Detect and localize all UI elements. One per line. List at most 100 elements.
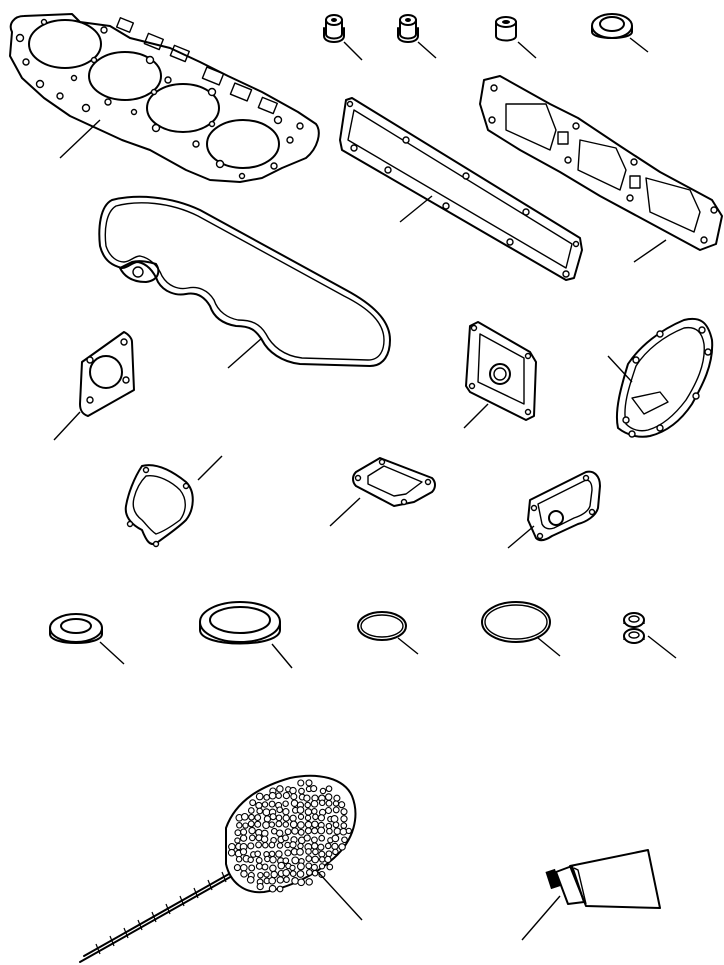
brush-bead: [318, 856, 326, 863]
brush-bead: [255, 856, 263, 864]
valve-stem-seal-2: [397, 14, 437, 59]
brush-bead: [248, 864, 256, 872]
brush-bead: [263, 794, 271, 801]
brush-bead: [276, 785, 284, 793]
brush-bead: [247, 807, 255, 814]
brush-bead: [289, 870, 297, 877]
cylinder-hone-brush: [79, 774, 363, 963]
brush-bead: [304, 801, 311, 809]
brush-bead: [304, 820, 313, 829]
brush-bead: [275, 792, 282, 799]
brush-bead: [242, 822, 249, 829]
brush-bead: [298, 787, 305, 795]
brush-bead: [268, 876, 277, 885]
brush-bead: [247, 856, 254, 864]
brush-bead: [305, 869, 313, 876]
brush-bead: [296, 870, 305, 878]
brush-bead: [282, 791, 291, 800]
brush-bead: [324, 806, 333, 815]
brush-bead: [255, 792, 264, 801]
brush-bead: [317, 814, 326, 822]
brush-bead: [341, 836, 348, 844]
brush-bead: [311, 808, 318, 815]
brush-bead: [247, 820, 255, 828]
brush-bead: [345, 827, 352, 835]
brush-bead: [248, 826, 256, 835]
brush-bead: [289, 841, 297, 849]
brush-bead: [239, 834, 248, 842]
washers: [623, 612, 677, 659]
brush-bead: [261, 863, 269, 871]
cylinder-head-gasket: [9, 13, 320, 183]
brush-bead: [282, 821, 290, 828]
brush-bead: [332, 806, 340, 814]
brush-bead: [290, 793, 298, 801]
brush-bead: [296, 848, 304, 856]
brush-bead: [282, 800, 289, 807]
brush-bead: [331, 834, 340, 843]
brush-bead: [270, 870, 278, 879]
brush-bead: [275, 814, 283, 822]
brush-bead: [275, 829, 284, 837]
brush-bead: [304, 814, 312, 822]
brush-bead: [297, 842, 304, 850]
leader-line: [59, 119, 101, 159]
brush-bead: [305, 855, 313, 863]
brush-bead: [291, 856, 300, 865]
brush-bead: [304, 808, 313, 816]
brush-bead: [325, 850, 333, 858]
brush-bead: [291, 877, 299, 885]
brush-bead: [283, 876, 290, 883]
brush-bead: [255, 801, 263, 810]
brush-bead: [305, 848, 312, 855]
brush-bead: [262, 841, 269, 849]
square-flange-gasket: [329, 457, 436, 527]
brush-bead: [282, 834, 289, 842]
brush-bead: [277, 861, 286, 870]
valve-cover-gasket: [98, 195, 391, 369]
brush-bead: [289, 820, 298, 829]
brush-bead: [333, 827, 342, 835]
brush-bead: [284, 849, 292, 857]
brush-bead: [305, 878, 313, 886]
brush-bead: [339, 827, 348, 836]
brush-bead: [234, 829, 242, 837]
brush-bead: [297, 779, 305, 787]
brush-bead: [310, 836, 318, 844]
brush-bead: [240, 870, 248, 878]
exhaust-manifold-gasket: [479, 75, 723, 263]
o-ring-small: [357, 611, 419, 655]
brush-bead: [303, 834, 311, 842]
brush-bead: [248, 834, 256, 842]
brush-bead: [262, 808, 271, 817]
brush-bead: [254, 820, 262, 828]
brush-bead: [276, 885, 284, 893]
brush-bead: [340, 815, 348, 823]
brush-bead: [305, 862, 313, 870]
brush-bead: [340, 822, 348, 829]
brush-bead: [257, 871, 264, 879]
brush-bead: [311, 827, 319, 835]
brush-bead: [324, 793, 333, 801]
bushing: [495, 16, 537, 59]
brush-bead: [269, 855, 277, 864]
brush-bead: [240, 812, 249, 821]
brush-bead: [318, 799, 326, 807]
brush-bead: [275, 820, 283, 828]
brush-bead: [338, 801, 346, 809]
brush-bead: [333, 794, 341, 802]
brush-bead: [317, 843, 325, 851]
brush-bead: [239, 848, 248, 856]
brush-bead: [318, 863, 326, 870]
intake-manifold-gasket: [339, 97, 583, 281]
housing-gasket: [507, 470, 601, 549]
brush-bead: [296, 806, 305, 814]
brush-bead: [310, 799, 319, 808]
brush-bead: [290, 799, 299, 807]
brush-bead: [282, 808, 290, 816]
valve-stem-seal-1: [323, 14, 363, 61]
brush-bead: [289, 864, 296, 872]
brush-bead: [234, 837, 241, 844]
brush-bead: [282, 814, 290, 822]
brush-bead: [269, 813, 277, 821]
